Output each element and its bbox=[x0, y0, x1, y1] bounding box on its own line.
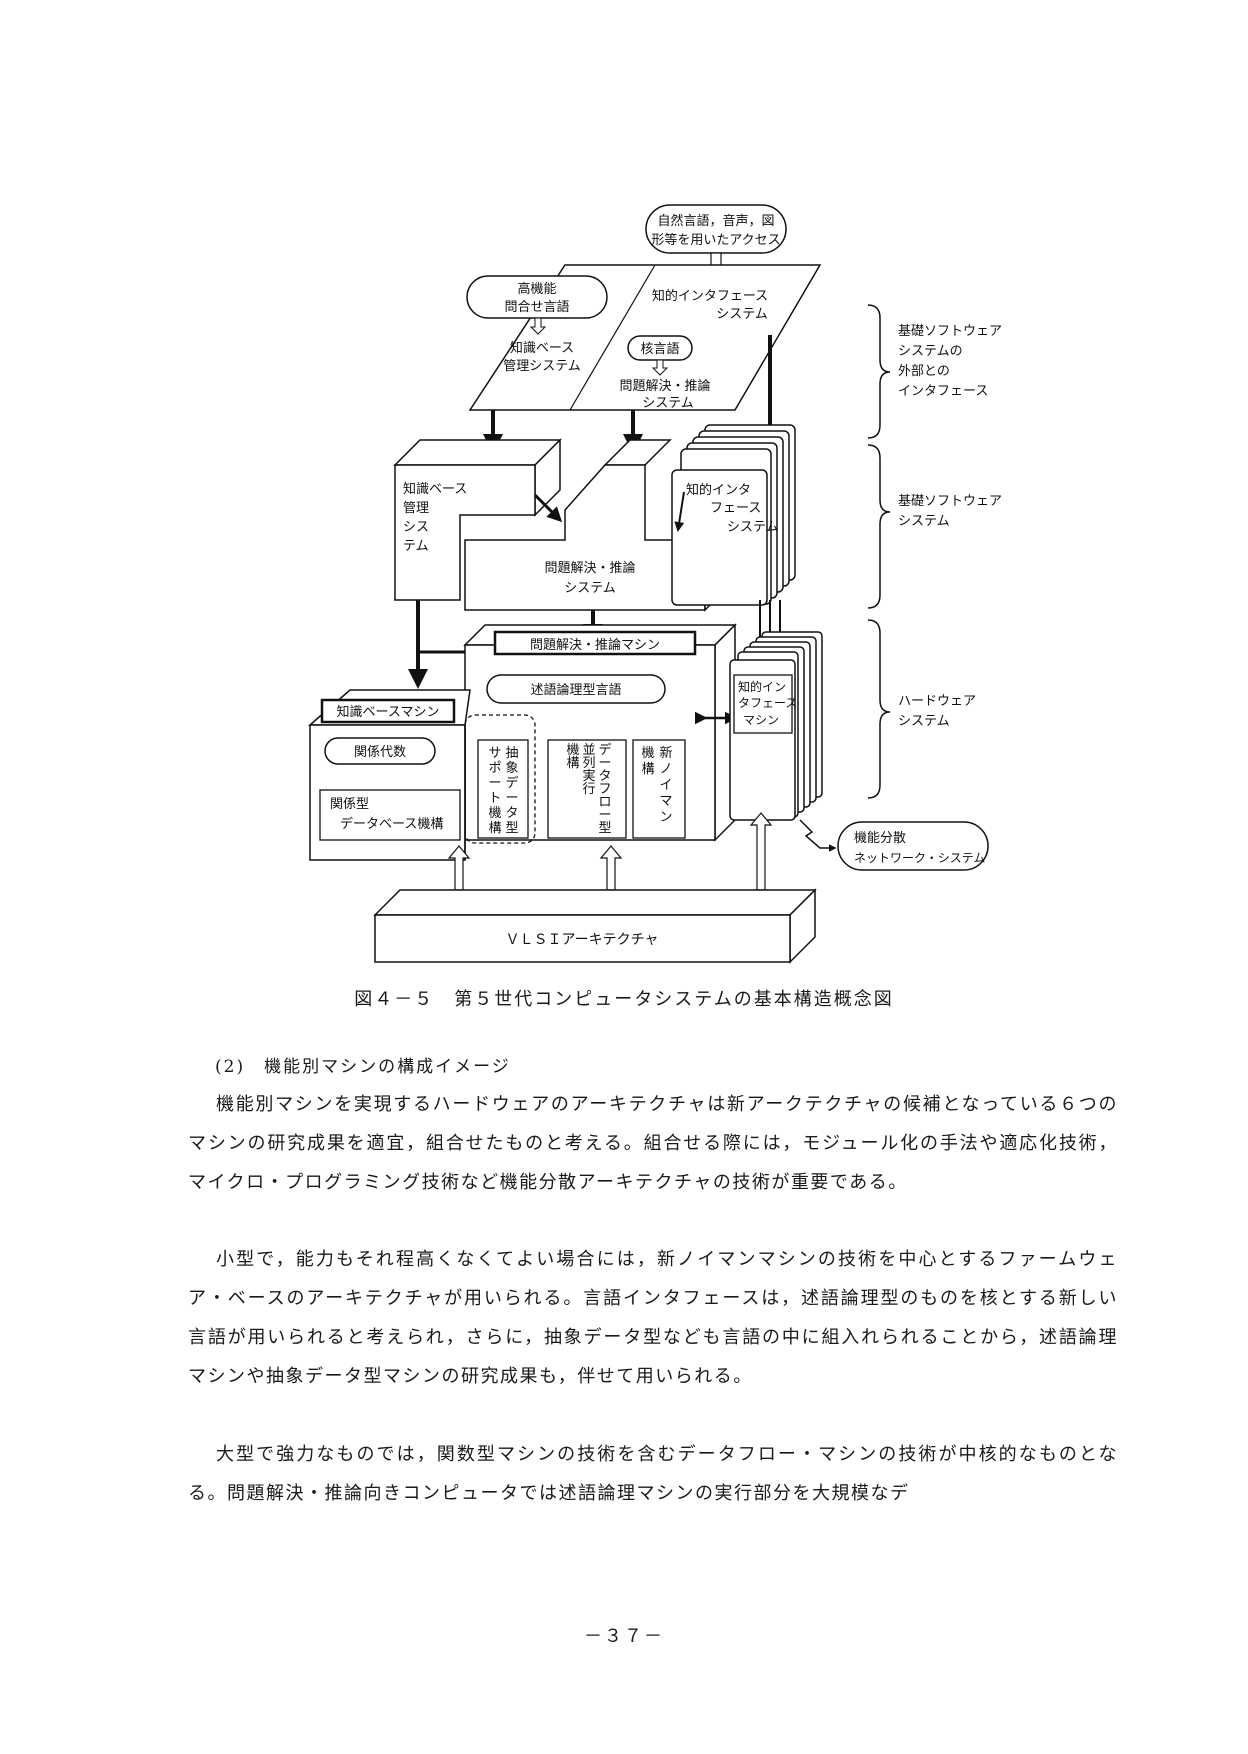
page-number: －３７－ bbox=[584, 1626, 664, 1647]
svg-text:システム: システム bbox=[898, 714, 950, 729]
kb-block-line3: シス bbox=[403, 520, 429, 535]
neumann-char: ン bbox=[659, 810, 672, 825]
ps-machine-label: 問題解決・推論マシン bbox=[530, 637, 660, 653]
neumann-vertical-text: 新ノイマン 機構 bbox=[641, 745, 672, 825]
abstract-dt-char: 型 bbox=[505, 821, 518, 836]
svg-text:システムの: システムの bbox=[898, 344, 963, 359]
brace-hardware bbox=[867, 619, 891, 799]
svg-text:基礎ソフトウェア: 基礎ソフトウェア bbox=[898, 494, 1002, 509]
access-bubble-line1: 自然言語，音声，図 bbox=[657, 213, 774, 229]
kb-block-line1: 知識ベース bbox=[403, 481, 467, 497]
svg-text:インタフェース: インタフェース bbox=[898, 384, 988, 399]
kb-block-line4: テム bbox=[403, 539, 429, 554]
kb-mgmt-line2: 管理システム bbox=[503, 359, 581, 374]
pred-logic-label: 述語論理型言語 bbox=[530, 682, 621, 698]
svg-text:ハードウェア: ハードウェア bbox=[898, 694, 976, 709]
brace-label-software: 基礎ソフトウェア システム bbox=[898, 494, 1002, 529]
svg-text:外部との: 外部との bbox=[898, 364, 950, 379]
ii-block-line1: 知的インタ bbox=[686, 482, 751, 498]
abstract-dt-char: ー bbox=[505, 791, 518, 806]
distributed-network-bubble: 機能分散 ネットワーク・システム bbox=[837, 821, 989, 871]
ii-machine-stack: 知的イン タフェース マシン bbox=[729, 631, 823, 821]
abstract-dt-char: 機 bbox=[488, 806, 501, 821]
section-heading: (2) 機能別マシンの構成イメージ bbox=[215, 1057, 511, 1077]
abstract-dt-char: タ bbox=[505, 806, 518, 821]
kernel-lang-label: 核言語 bbox=[640, 341, 679, 357]
svg-text:基礎ソフトウェア: 基礎ソフトウェア bbox=[898, 324, 1002, 339]
ps-block-line2: システム bbox=[564, 581, 616, 596]
ps-machine-box: 問題解決・推論マシン 述語論理型言語 bbox=[463, 623, 737, 844]
intelligent-if-line2: システム bbox=[716, 307, 768, 322]
kb-machine-label: 知識ベースマシン bbox=[337, 704, 440, 720]
ii-block-line3: システム bbox=[727, 520, 779, 535]
abstract-dt-char: 象 bbox=[505, 761, 518, 776]
dataflow-char: フ bbox=[598, 782, 611, 797]
abstract-dt-char: 構 bbox=[488, 821, 501, 836]
dataflow-char: ロ bbox=[598, 795, 611, 810]
abstract-dt-char: ー bbox=[488, 776, 501, 791]
relational-algebra-label: 関係代数 bbox=[354, 745, 406, 760]
dataflow-char: 行 bbox=[582, 782, 595, 797]
paragraph-3: 大型で強力なものでは，関数型マシンの技術を含むデータフロー・マシンの技術が中核的… bbox=[188, 1444, 1118, 1504]
brace-label-interface: 基礎ソフトウェア システムの 外部との インタフェース bbox=[898, 324, 1002, 399]
dataflow-char: 機 bbox=[566, 743, 579, 758]
ps-inference-line1: 問題解決・推論 bbox=[619, 378, 710, 394]
dataflow-char: ー bbox=[598, 808, 611, 823]
ii-machine-line3: マシン bbox=[743, 713, 779, 727]
brace-software bbox=[867, 444, 891, 609]
abstract-dt-char: サ bbox=[488, 746, 501, 761]
pred-logic-bubble bbox=[486, 674, 666, 704]
brace-label-hardware: ハードウェア システム bbox=[898, 694, 976, 729]
abstract-dt-char: ポ bbox=[488, 761, 501, 776]
abstract-dt-char: ト bbox=[488, 791, 501, 806]
abstract-dt-char: デ bbox=[505, 775, 518, 791]
relational-algebra-bubble bbox=[324, 737, 436, 765]
rdb-line2: データベース機構 bbox=[340, 816, 443, 832]
interface-plane: 高機能 問合せ言語 知識ベース 管理システム 知的インタフェース システム 核言… bbox=[466, 264, 822, 411]
neumann-char: マ bbox=[659, 794, 672, 809]
kb-management-block: 知識ベース 管理 シス テム bbox=[393, 438, 562, 601]
dataflow-char: ー bbox=[598, 756, 611, 771]
vlsi-label: ＶＬＳＩアーキテクチャ bbox=[505, 932, 658, 948]
dist-line1: 機能分散 bbox=[854, 831, 906, 846]
ii-machine-line2: タフェース bbox=[738, 696, 797, 710]
paragraph-2: 小型で，能力もそれ程高くなくてよい場合には，新ノイマンマシンの技術を中心とするフ… bbox=[188, 1249, 1118, 1387]
neumann-char: ノ bbox=[659, 762, 672, 777]
structure-diagram: 自然言語，音声，図 形等を用いたアクセス 高機能 問合せ言語 知識ベース 管理シ… bbox=[308, 204, 1002, 964]
kb-block-line2: 管理 bbox=[403, 501, 429, 516]
abstract-dt-char: 抽 bbox=[505, 746, 518, 761]
figure-caption: 図４－５ 第５世代コンピュータシステムの基本構造概念図 bbox=[354, 989, 894, 1010]
intelligent-if-line1: 知的インタフェース bbox=[652, 288, 768, 304]
dataflow-char: 並 bbox=[582, 743, 595, 758]
access-bubble: 自然言語，音声，図 形等を用いたアクセス bbox=[645, 204, 787, 254]
neumann-char: 新 bbox=[659, 745, 672, 761]
dataflow-char: タ bbox=[598, 769, 611, 784]
dataflow-char: デ bbox=[598, 742, 611, 758]
neumann-char: イ bbox=[659, 778, 672, 793]
dataflow-char: 型 bbox=[598, 821, 611, 836]
vlsi-architecture-slab: ＶＬＳＩアーキテクチャ bbox=[373, 888, 817, 964]
kb-machine-box: 知識ベースマシン 関係代数 関係型 データベース機構 bbox=[308, 689, 471, 861]
ps-block-line1: 問題解決・推論 bbox=[544, 560, 635, 576]
ii-machine-line1: 知的イン bbox=[738, 679, 786, 694]
dataflow-char: 構 bbox=[566, 756, 579, 771]
svg-text:システム: システム bbox=[898, 514, 950, 529]
paragraph-1: 機能別マシンを実現するハードウェアのアーキテクチャは新アークテクチャの候補となっ… bbox=[188, 1094, 1118, 1193]
neumann-char: 機 bbox=[641, 746, 654, 761]
dataflow-char: 列 bbox=[582, 756, 595, 771]
ps-inference-line2: システム bbox=[642, 396, 694, 411]
query-lang-line1: 高機能 bbox=[517, 281, 556, 297]
brace-interface bbox=[867, 304, 891, 439]
query-lang-line2: 問合せ言語 bbox=[504, 299, 569, 315]
kb-mgmt-line1: 知識ベース bbox=[510, 340, 574, 356]
rdb-line1: 関係型 bbox=[330, 797, 369, 812]
dataflow-char: 実 bbox=[582, 768, 595, 784]
access-bubble-line2: 形等を用いたアクセス bbox=[651, 232, 780, 248]
ii-system-stack: 知的インタ フェース システム bbox=[671, 424, 796, 606]
dist-line2: ネットワーク・システム bbox=[854, 851, 985, 865]
ii-block-line2: フェース bbox=[710, 501, 761, 516]
neumann-char: 構 bbox=[641, 762, 654, 777]
